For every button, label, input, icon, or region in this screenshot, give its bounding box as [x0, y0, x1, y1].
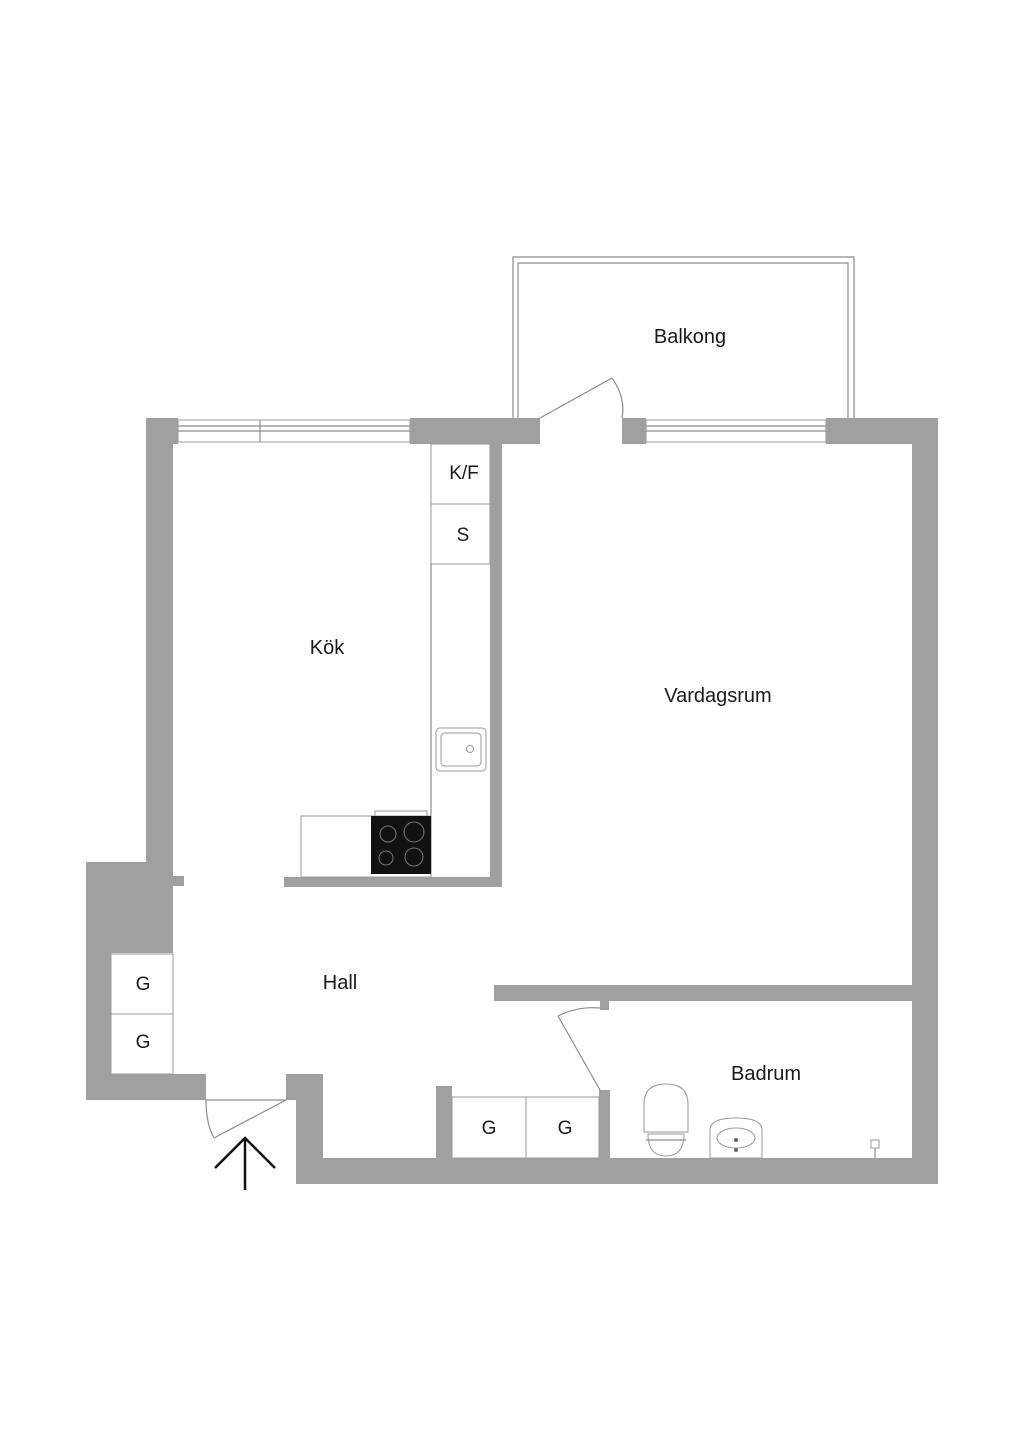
wall-left-outer	[86, 862, 111, 1100]
bathroom-door-leaf	[557, 1015, 601, 1091]
entrance-door-leaf	[213, 1099, 287, 1139]
windows	[177, 419, 827, 443]
room-label-badrum: Badrum	[731, 1063, 801, 1085]
freezer-box	[430, 503, 491, 565]
wall-left-kitchen	[146, 418, 173, 864]
wardrobe-bottom-2	[525, 1096, 600, 1159]
fixture-label-s: S	[457, 525, 470, 546]
floor-drain-icon	[870, 1139, 880, 1149]
labels: Balkong Kök Vardagsrum Hall Badrum K/F S…	[136, 326, 801, 1139]
fixture-label-g2: G	[136, 1032, 151, 1053]
room-label-kok: Kök	[310, 637, 345, 659]
bathroom-door-swing	[557, 1007, 601, 1017]
wardrobe-bottom-1	[451, 1096, 527, 1159]
fixture-label-kf: K/F	[449, 463, 479, 484]
balcony	[512, 256, 855, 420]
wall-closet-niche	[436, 1086, 452, 1160]
wall-kitchen-bottom	[284, 877, 502, 887]
wall-right	[912, 418, 938, 1184]
entrance-door-swing	[205, 1099, 215, 1139]
wall-bathroom-door-stub	[600, 1001, 609, 1010]
wall-bathroom-top	[494, 985, 912, 1001]
wall-top-door-jamb	[622, 418, 646, 444]
wall-left-stub	[173, 876, 184, 886]
room-label-hall: Hall	[323, 972, 357, 994]
toilet-bowl	[647, 1133, 685, 1157]
sink-drain	[466, 745, 474, 753]
balcony-door-swing	[611, 377, 624, 419]
wall-bottom-left	[86, 1074, 206, 1100]
bathroom-fixtures	[643, 1083, 880, 1159]
wall-kitchen-partition	[490, 444, 502, 887]
room-label-vardagsrum: Vardagsrum	[664, 685, 771, 707]
toilet-icon	[643, 1083, 689, 1133]
wall-bottom	[296, 1158, 938, 1184]
hall-closets	[110, 953, 600, 1159]
walls	[86, 418, 938, 1184]
fixture-label-g3: G	[482, 1118, 497, 1139]
wall-top-middle	[410, 418, 540, 444]
fixture-label-g4: G	[558, 1118, 573, 1139]
balcony-door-leaf	[539, 377, 613, 419]
wardrobe-left-2	[110, 1013, 174, 1075]
fridge-freezer-box	[430, 443, 491, 505]
fixture-label-g1: G	[136, 974, 151, 995]
sink-basin	[440, 732, 482, 767]
wardrobe-left-1	[110, 953, 174, 1015]
room-label-balkong: Balkong	[654, 326, 726, 348]
stove-icon	[371, 816, 431, 874]
wall-bathroom-left	[599, 1090, 610, 1160]
doors	[205, 377, 624, 1139]
entrance-arrow-icon	[214, 1136, 276, 1190]
kitchen-fixtures	[300, 443, 491, 878]
